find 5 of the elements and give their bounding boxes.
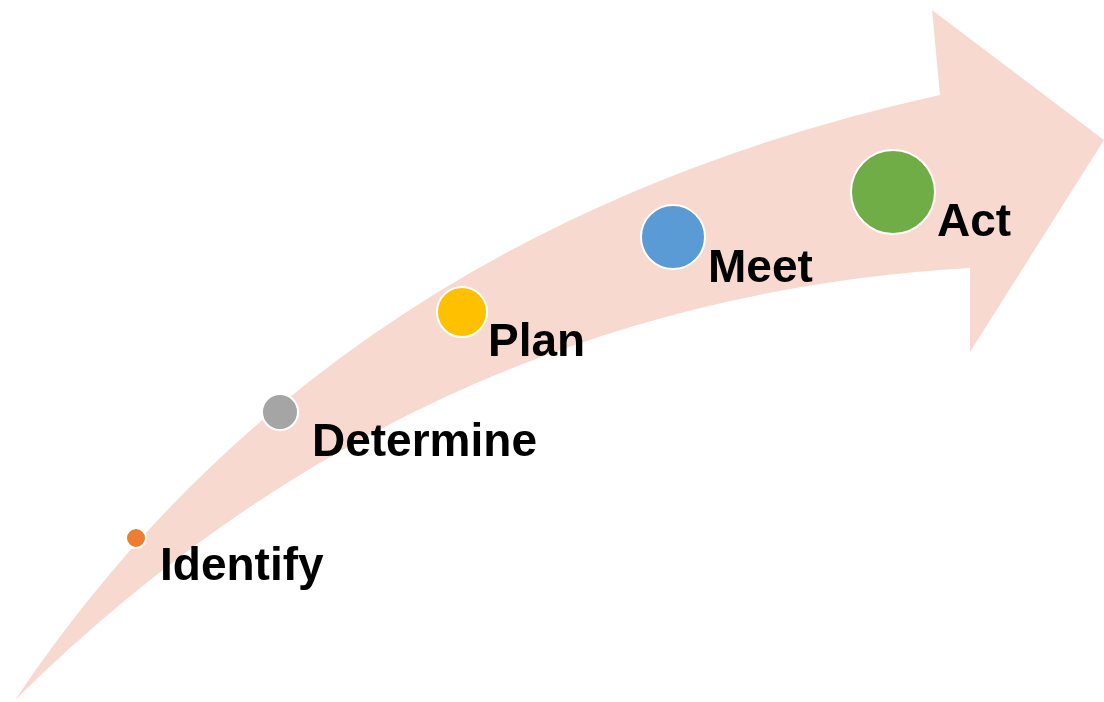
step-label: Act xyxy=(937,193,1012,248)
step-label: Determine xyxy=(312,413,537,468)
step-label: Identify xyxy=(160,537,324,592)
step-label: Meet xyxy=(708,239,813,294)
step-label: Plan xyxy=(488,313,586,368)
